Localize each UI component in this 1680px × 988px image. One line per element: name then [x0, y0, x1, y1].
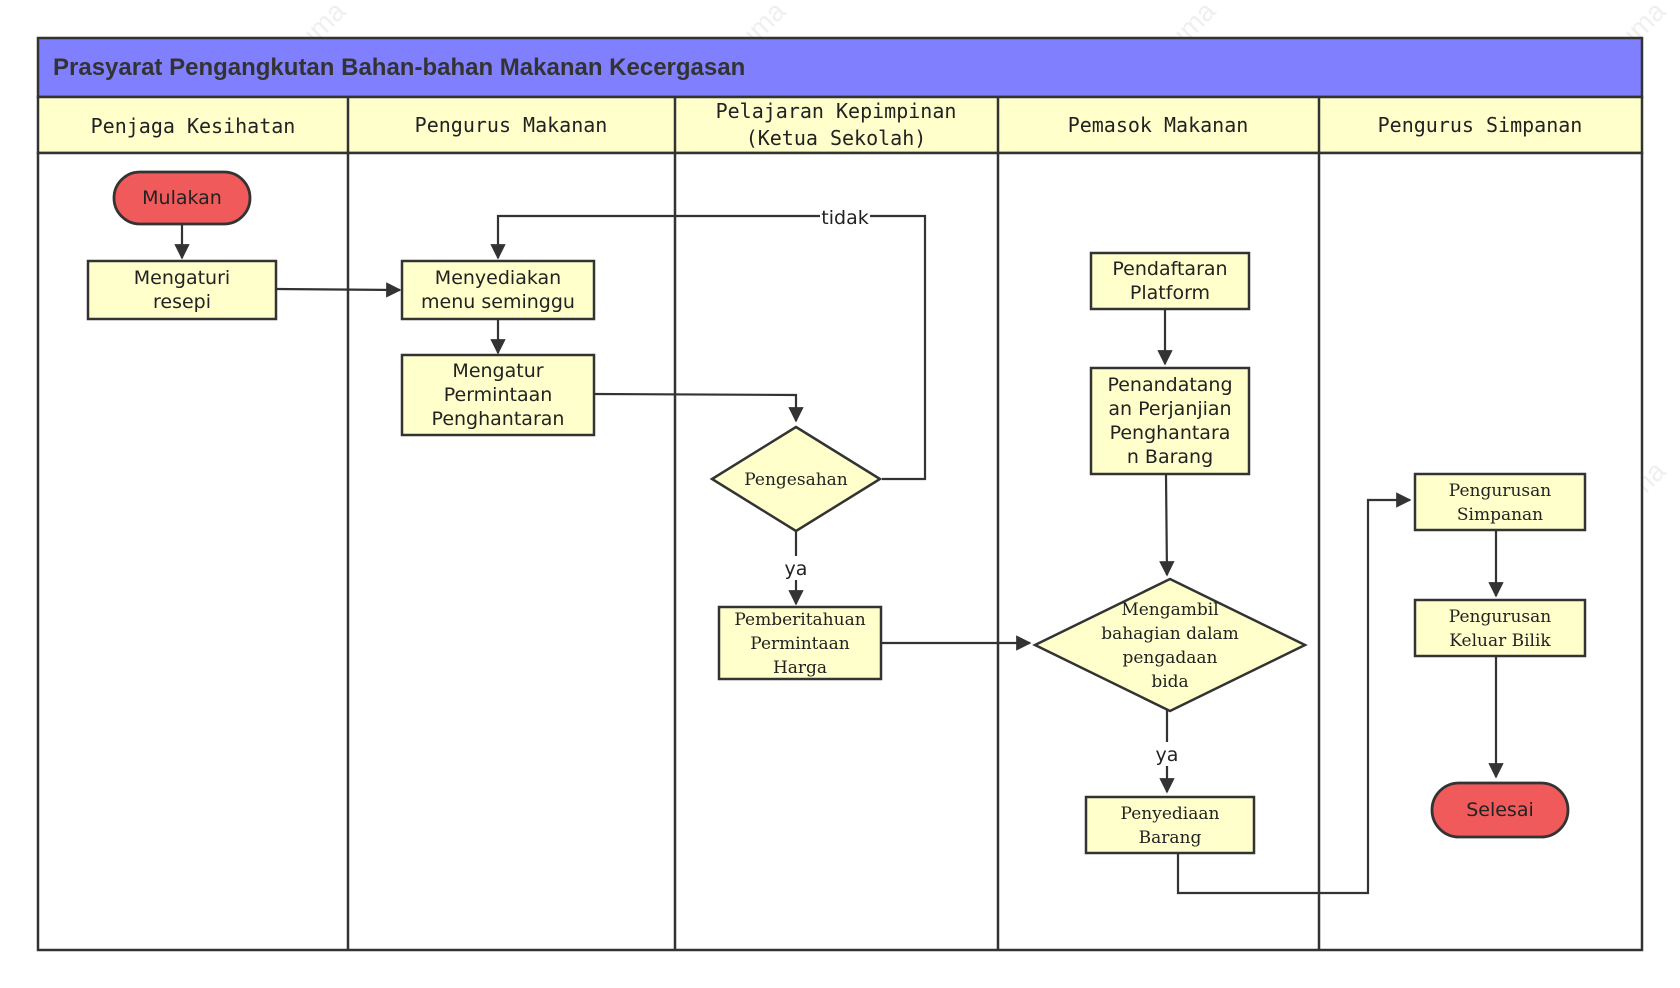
edge-mengaturi-to-menyediakan — [275, 282, 402, 298]
edge-label-ya-mengambil: ya — [1156, 744, 1179, 766]
lane-penjaga-kesihatan-label: Penjaga Kesihatan — [91, 114, 296, 138]
lane-dividers — [346, 97, 1321, 950]
node-label-line: Permintaan — [444, 384, 553, 406]
node-label-line: Mulakan — [142, 187, 222, 209]
lane-pemasok-makanan-label: Pemasok Makanan — [1068, 113, 1249, 137]
node-label-line: Penandatang — [1107, 374, 1232, 396]
node-label-line: Menyediakan — [435, 267, 561, 289]
terminal-shape — [1430, 781, 1570, 839]
node-label-line: pengadaan — [1122, 648, 1217, 668]
node-label-line: Mengambil — [1121, 600, 1218, 620]
node-label-line: Pemberitahuan — [734, 610, 865, 630]
node-selesai: Selesai — [1430, 781, 1570, 839]
terminal-shape — [112, 170, 252, 226]
edge-penandatangan-to-mengambil — [1159, 474, 1175, 577]
node-label-line: resepi — [153, 291, 211, 313]
node-label-line: Mengatur — [452, 360, 543, 382]
edge-label-bg — [782, 556, 810, 580]
process-box — [1413, 598, 1587, 658]
lane-labels: Penjaga Kesihatan Pengurus Makanan Pelaj… — [91, 99, 1583, 150]
edge-label-bg — [1153, 742, 1181, 766]
node-label-line: Pengurusan — [1449, 607, 1551, 627]
lanes-body — [36, 151, 1644, 952]
edge-pengesahan-tidak — [490, 214, 927, 481]
process-box — [1413, 472, 1587, 532]
node-label-line: Barang — [1139, 828, 1202, 848]
node-label-line: menu seminggu — [421, 291, 575, 313]
edge-label-tidak: tidak — [821, 207, 868, 229]
node-label-line: Penghantara — [1110, 422, 1231, 444]
node-pengesahan: Pengesahan — [709, 425, 883, 533]
process-box — [1089, 251, 1251, 311]
lane-pengurus-simpanan-label: Pengurus Simpanan — [1378, 113, 1583, 137]
decision-diamond — [709, 425, 883, 533]
edge-penyediaan-to-pengurusan — [1176, 492, 1412, 895]
title-bar — [36, 36, 1644, 99]
process-box — [1084, 795, 1256, 855]
process-box — [717, 605, 883, 681]
node-label-line: Mengaturi — [134, 267, 230, 289]
lane-header-band — [36, 95, 1644, 155]
diagram-title: Prasyarat Pengangkutan Bahan-bahan Makan… — [53, 54, 745, 81]
node-label-line: Simpanan — [1457, 505, 1543, 525]
node-label-line: Permintaan — [750, 634, 849, 654]
node-label-line: bida — [1151, 672, 1188, 692]
edge-label-ya-pengesahan: ya — [785, 558, 808, 580]
lane-pengurus-makanan-label: Pengurus Makanan — [415, 113, 608, 137]
edge-mengatur-to-pengesahan — [593, 392, 804, 423]
node-label-line: bahagian dalam — [1101, 624, 1239, 644]
process-box — [400, 259, 596, 321]
node-label-line: Selesai — [1466, 799, 1534, 821]
edge-labels: tidak ya ya — [782, 205, 1181, 766]
process-box — [86, 259, 278, 321]
process-box — [1089, 366, 1251, 476]
edge-label-bg — [820, 205, 870, 229]
node-mulakan: Mulakan — [112, 170, 252, 226]
node-label-line: Penyediaan — [1121, 804, 1220, 824]
node-mengambil: Mengambil bahagian dalam pengadaan bida — [1032, 577, 1308, 713]
node-label-line: Pengesahan — [744, 470, 848, 490]
node-label-line: Platform — [1130, 282, 1210, 304]
node-label-line: Pendaftaran — [1112, 258, 1227, 280]
node-label-line: Pengurusan — [1449, 481, 1551, 501]
node-label-line: Harga — [773, 658, 827, 678]
node-label-line: Penghantaran — [432, 408, 565, 430]
lane-pelajaran-kepimpinan-sublabel: (Ketua Sekolah) — [746, 126, 927, 150]
node-label-line: an Perjanjian — [1108, 398, 1231, 420]
process-box — [400, 353, 596, 437]
decision-diamond — [1032, 577, 1308, 713]
node-label-line: n Barang — [1127, 446, 1213, 468]
node-label-line: Keluar Bilik — [1449, 631, 1551, 651]
lane-pelajaran-kepimpinan-label: Pelajaran Kepimpinan — [716, 99, 957, 123]
